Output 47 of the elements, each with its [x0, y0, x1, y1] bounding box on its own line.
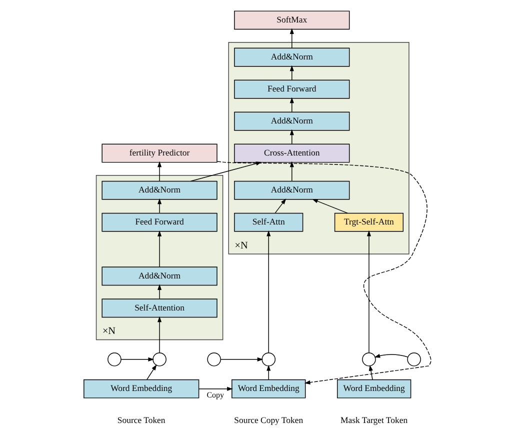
arrow	[289, 28, 294, 48]
node-box: Word Embedding	[336, 379, 411, 398]
node-box: Feed Forward	[101, 212, 217, 232]
node-box: Word Embedding	[83, 379, 199, 398]
arrow	[157, 230, 162, 268]
arrow	[198, 386, 232, 391]
edge-label: Copy	[206, 390, 224, 400]
arrow	[374, 354, 408, 358]
arrow	[289, 129, 294, 144]
node-box: Add&Norm	[234, 48, 350, 67]
node-box: Add&Norm	[234, 180, 350, 200]
arrow	[157, 161, 162, 182]
node-circle	[206, 352, 220, 366]
node-box: SoftMax	[234, 10, 350, 30]
arrow	[274, 198, 286, 214]
arrow	[289, 97, 294, 112]
arrow	[266, 230, 270, 354]
node-box: Add&Norm	[101, 266, 217, 286]
node-circle	[406, 352, 420, 366]
arrow	[366, 230, 371, 354]
node-box: Self-Attn	[234, 212, 303, 232]
node-box: Add&Norm	[101, 180, 217, 200]
node-box: fertility Predictor	[101, 144, 217, 163]
node-box: Cross-Attention	[234, 144, 350, 163]
arrow	[120, 357, 154, 362]
node-box: Self-Attention	[101, 298, 217, 318]
arrow	[368, 364, 372, 380]
arrow	[157, 198, 162, 214]
node-label: Source Copy Token	[234, 415, 303, 426]
arrow	[289, 65, 294, 80]
node-circle	[107, 352, 121, 366]
arrow	[146, 364, 156, 380]
node-label: Mask Target Token	[340, 415, 408, 426]
node-circle	[152, 352, 166, 366]
node-box: Feed Forward	[234, 80, 350, 99]
node-box: Word Embedding	[231, 379, 306, 398]
arrow	[157, 284, 162, 300]
arrow	[312, 199, 348, 214]
arrow	[289, 161, 294, 182]
node-box: Trgt-Self-Attn	[334, 212, 404, 232]
arrow	[266, 364, 270, 380]
node-circle	[362, 352, 376, 366]
arrow	[157, 316, 162, 354]
node-box: Add&Norm	[234, 112, 350, 131]
arrow	[220, 357, 263, 362]
node-label: Source Token	[116, 415, 165, 426]
node-circle	[261, 352, 276, 366]
